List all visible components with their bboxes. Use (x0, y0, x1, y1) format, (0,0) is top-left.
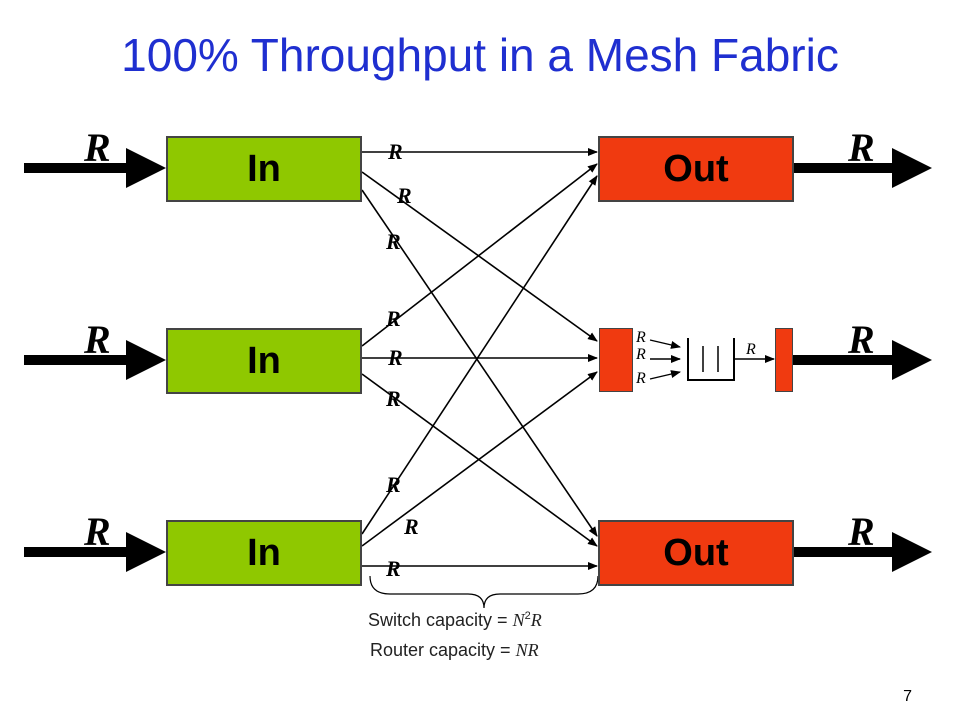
link-rate-label-2-2: R (388, 345, 403, 370)
input-port-2: In (166, 328, 362, 394)
inner-rate-label-3: R (636, 370, 646, 387)
inner-line-3 (649, 370, 681, 380)
link-rate-label-2-3: R (386, 386, 401, 411)
output-rate-label-2: R (848, 317, 875, 362)
switch-capacity-text: Switch capacity = (368, 610, 513, 630)
queue-rate-label: R (746, 341, 756, 358)
mesh-line-1-2 (361, 171, 598, 342)
mesh-line-1-3 (361, 189, 598, 537)
inner-rate-label-2: R (636, 346, 646, 363)
capacity-brace (369, 575, 599, 609)
mesh-line-2-3 (361, 373, 598, 547)
router-capacity-nr: NR (515, 640, 539, 660)
mesh-line-3-2 (361, 371, 598, 547)
mesh-line-3-1 (361, 175, 598, 535)
link-rate-label-3-2: R (404, 514, 419, 539)
link-rate-label-1-1: R (388, 139, 403, 164)
switch-capacity-r: R (530, 610, 542, 630)
input-port-3: In (166, 520, 362, 586)
switch-capacity-caption: Switch capacity = N2R (368, 610, 542, 631)
router-capacity-text: Router capacity = (370, 640, 516, 660)
link-rate-label-3-3: R (386, 556, 401, 581)
link-rate-label-1-3: R (386, 229, 401, 254)
input-port-1: In (166, 136, 362, 202)
queue-buffer-icon (687, 338, 735, 381)
input-rate-label-2: R (84, 317, 111, 362)
inner-rate-label-1: R (636, 329, 646, 346)
output-port-2-ingress (599, 328, 633, 392)
output-rate-label-3: R (848, 509, 875, 554)
input-rate-label-3: R (84, 509, 111, 554)
output-port-2-egress (775, 328, 793, 392)
link-rate-label-3-1: R (386, 472, 401, 497)
link-rate-label-2-1: R (386, 306, 401, 331)
output-port-3: Out (598, 520, 794, 586)
switch-capacity-exponent: 2 (524, 610, 531, 622)
inner-line-1 (649, 339, 681, 349)
output-port-1: Out (598, 136, 794, 202)
link-rate-label-1-2: R (397, 183, 412, 208)
slide-title: 100% Throughput in a Mesh Fabric (121, 29, 839, 81)
input-rate-label-1: R (84, 125, 111, 170)
switch-capacity-n: N (512, 610, 525, 630)
output-rate-label-1: R (848, 125, 875, 170)
mesh-line-2-1 (361, 163, 598, 347)
router-capacity-caption: Router capacity = NR (370, 640, 539, 661)
page-number: 7 (903, 688, 912, 705)
